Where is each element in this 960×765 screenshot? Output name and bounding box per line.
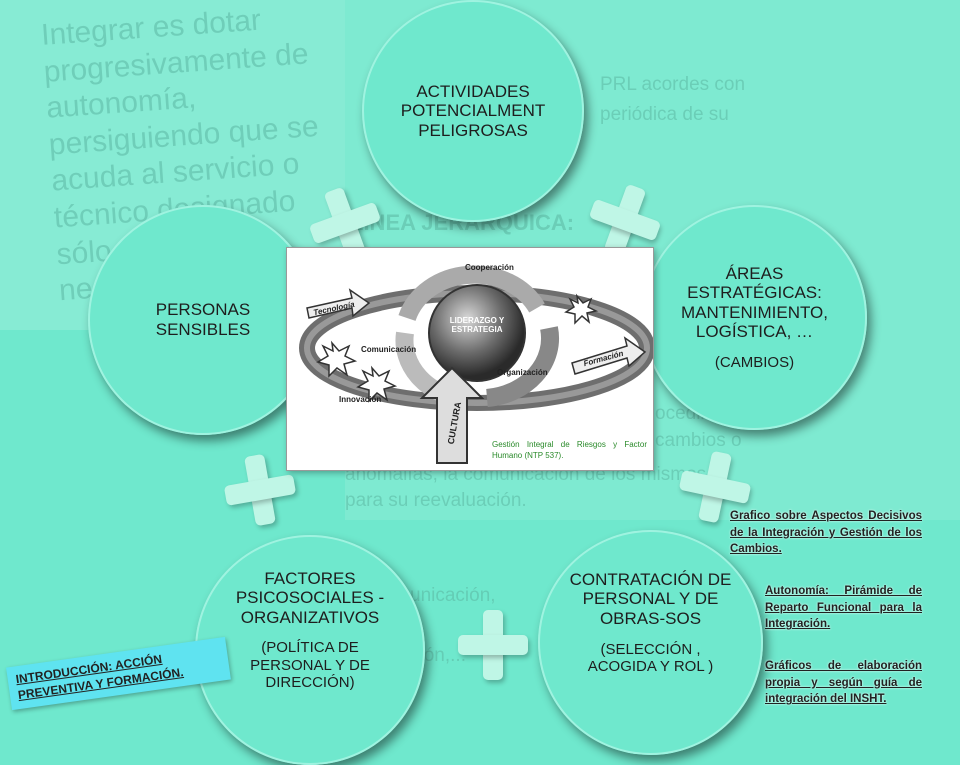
center-label-comunicacion: Comunicación [361,345,417,354]
central-diagram-graphic [299,265,655,464]
node-label: ÁREAS ESTRATÉGICAS: MANTENIMIENTO, LOGÍS… [680,263,829,342]
background-mid-fragment-2: cambios o [655,430,742,451]
node-label: CONTRATACIÓN DE PERSONAL Y DE OBRAS-SOS [569,569,732,629]
note-graph-sources: Gráficos de elaboración propia y según g… [765,660,922,706]
plus-icon [458,610,528,680]
center-label-cooperacion: Cooperación [465,263,514,272]
note-autonomy-pyramid: Autonomía: Pirámide de Reparto Funcional… [765,585,922,631]
background-mid-fragment-4: para su reevaluación. [345,490,527,511]
background-low-fragment-1: unicación, [410,585,496,606]
center-label-innovacion: Innovación [339,395,382,404]
node-factores-psicosociales: FACTORES PSICOSOCIALES - ORGANIZATIVOS (… [195,535,425,765]
section-intro-tag: INTRODUCCIÓN: ACCIÓN PREVENTIVA Y FORMAC… [6,636,231,711]
background-right-fragment: PRL acordes con [600,74,746,95]
node-personas-sensibles: PERSONAS SENSIBLES [88,205,318,435]
node-actividades-peligrosas: ACTIVIDADES POTENCIALMENT PELIGROSAS [362,0,584,222]
central-management-diagram: LIDERAZGO Y ESTRATEGIA Cooperación Tecno… [286,247,655,471]
background-right-fragment-2: periódica de su [600,104,729,125]
node-label: FACTORES PSICOSOCIALES - ORGANIZATIVOS [235,568,385,627]
note-integration-chart: Grafico sobre Aspectos Decisivos de la I… [730,510,922,556]
node-sublabel: (CAMBIOS) [714,353,795,371]
node-label: PERSONAS SENSIBLES [155,300,251,339]
node-sublabel: (POLÍTICA DE PERSONAL Y DE DIRECCIÓN) [250,639,370,691]
node-areas-estrategicas: ÁREAS ESTRATÉGICAS: MANTENIMIENTO, LOGÍS… [642,205,867,430]
center-core-label: LIDERAZGO Y ESTRATEGIA [449,316,505,334]
center-diagram-caption: Gestión Integral de Riesgos y Factor Hum… [492,440,647,460]
center-label-organizacion: Organización [497,368,548,377]
node-contratacion: CONTRATACIÓN DE PERSONAL Y DE OBRAS-SOS … [538,530,763,755]
node-label: ACTIVIDADES POTENCIALMENT PELIGROSAS [400,81,546,140]
node-sublabel: (SELECCIÓN , ACOGIDA Y ROL ) [587,640,714,675]
